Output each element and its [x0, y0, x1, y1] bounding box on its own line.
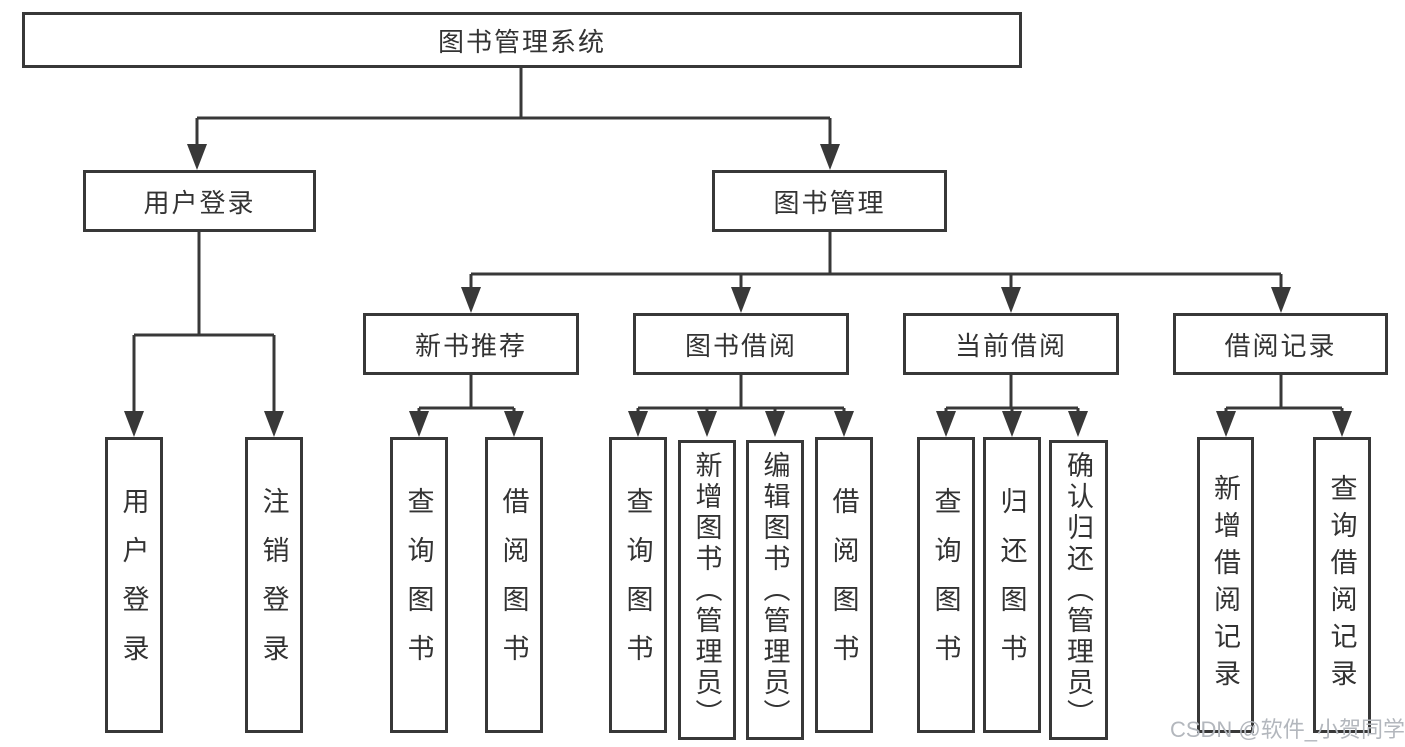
arrowheads	[124, 144, 1352, 437]
leaf-query-books-current: 查询图书	[917, 437, 975, 733]
leaf-query-borrow-record: 查询借阅记录	[1313, 437, 1371, 733]
node-root: 图书管理系统	[22, 12, 1022, 68]
node-user-login: 用户登录	[83, 170, 316, 232]
csdn-watermark: CSDN @软件_小贺同学	[1169, 717, 1405, 742]
node-borrowing-records: 借阅记录	[1173, 313, 1388, 375]
leaf-add-book-admin: 新增图书（管理员）	[678, 440, 736, 740]
leaf-query-books-borrowing: 查询图书	[609, 437, 667, 733]
node-book-borrowing: 图书借阅	[633, 313, 849, 375]
leaf-edit-book-admin: 编辑图书（管理员）	[746, 440, 804, 740]
leaf-confirm-return-admin: 确认归还（管理员）	[1049, 440, 1108, 740]
leaf-borrow-books-borrowing: 借阅图书	[815, 437, 873, 733]
leaf-user-login: 用户登录	[105, 437, 163, 733]
leaf-query-books-recommend: 查询图书	[390, 437, 448, 733]
leaf-borrow-books-recommend: 借阅图书	[485, 437, 543, 733]
leaf-logout: 注销登录	[245, 437, 303, 733]
node-current-borrowing: 当前借阅	[903, 313, 1119, 375]
leaf-return-books: 归还图书	[983, 437, 1041, 733]
node-book-management: 图书管理	[712, 170, 947, 232]
leaf-add-borrow-record: 新增借阅记录	[1197, 437, 1254, 733]
node-new-book-recommend: 新书推荐	[363, 313, 579, 375]
